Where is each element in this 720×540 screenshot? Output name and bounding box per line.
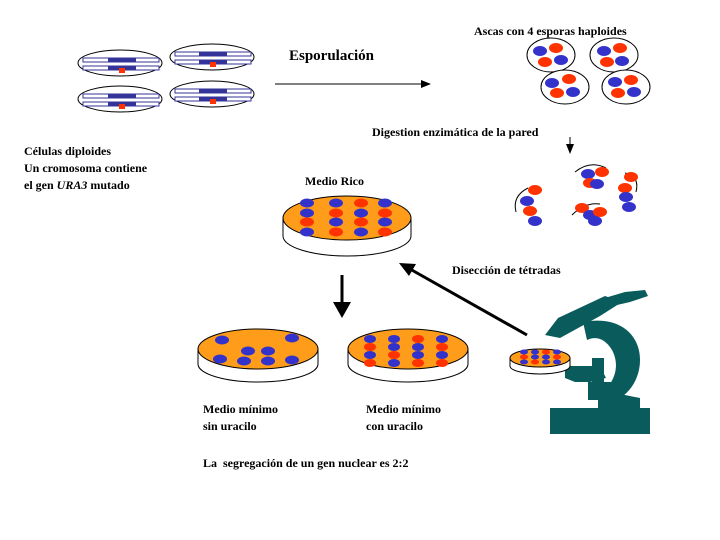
released-spores bbox=[514, 164, 638, 226]
diploid-cell bbox=[77, 85, 163, 113]
replica-arrow bbox=[333, 275, 351, 318]
plate-medio-rico bbox=[282, 195, 412, 257]
asci-group bbox=[526, 37, 651, 105]
label-digestion: Digestion enzimática de la pared bbox=[372, 125, 539, 139]
ascus bbox=[589, 37, 639, 73]
plate-minimo-sin-uracilo bbox=[197, 328, 319, 383]
label-minimo-sin-1: Medio mínimo bbox=[203, 402, 278, 416]
label-medio-rico: Medio Rico bbox=[305, 174, 364, 188]
diploid-cell bbox=[169, 43, 255, 71]
label-diploid-line3: el gen URA3 mutado bbox=[24, 177, 130, 194]
plate-minimo-con-uracilo bbox=[347, 328, 469, 383]
label-minimo-sin-2: sin uracilo bbox=[203, 419, 257, 433]
label-segregacion: La segregación de un gen nuclear es 2:2 bbox=[203, 456, 409, 470]
label-diploid-line2: Un cromosoma contiene bbox=[24, 161, 148, 175]
label-diseccion: Disección de tétradas bbox=[452, 263, 561, 277]
ascus bbox=[601, 69, 651, 105]
label-minimo-con-1: Medio mínimo bbox=[366, 402, 441, 416]
label-diploid-line3-pre: el gen bbox=[24, 178, 57, 192]
label-diploid-line3-post: mutado bbox=[87, 178, 130, 192]
label-ascas: Ascas con 4 esporas haploides bbox=[474, 24, 627, 38]
plate-microscope bbox=[509, 348, 571, 375]
label-esporulacion: Esporulación bbox=[289, 48, 375, 64]
diploid-cells bbox=[77, 43, 255, 113]
ascus bbox=[540, 69, 590, 105]
diploid-cell bbox=[169, 80, 255, 108]
dissection-arrow bbox=[399, 263, 528, 337]
gene-name: URA3 bbox=[56, 178, 88, 192]
diploid-cell bbox=[77, 49, 163, 77]
microscope-icon bbox=[545, 290, 650, 434]
label-minimo-con-2: con uracilo bbox=[366, 419, 423, 433]
label-diploid-line1: Células diploides bbox=[24, 144, 112, 158]
ascus bbox=[526, 37, 576, 73]
